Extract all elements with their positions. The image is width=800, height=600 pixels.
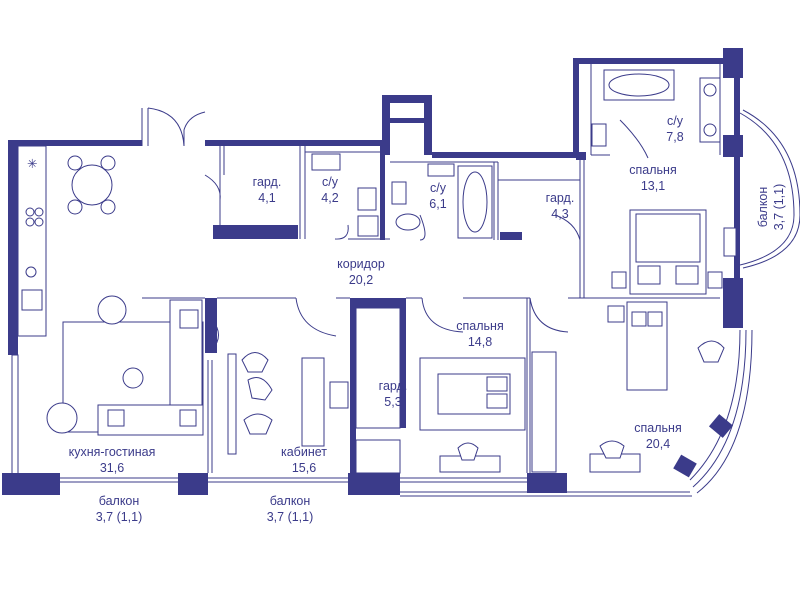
room-area-balcony-left: 3,7 (1,1) bbox=[96, 510, 143, 524]
room-name-bedroom-2: спальня bbox=[456, 319, 503, 333]
room-area-corridor: 20,2 bbox=[349, 273, 373, 287]
room-name-balcony-right: балкон bbox=[756, 187, 770, 228]
room-area-bedroom-3: 20,4 bbox=[646, 437, 670, 451]
room-name-wardrobe-2: гард. bbox=[546, 191, 575, 205]
room-area-bath-2: 6,1 bbox=[429, 197, 446, 211]
doors bbox=[147, 107, 649, 351]
room-area-wardrobe-1: 4,1 bbox=[258, 191, 275, 205]
room-area-office: 15,6 bbox=[292, 461, 316, 475]
room-name-bath-1: с/у bbox=[322, 175, 339, 189]
room-name-kitchen: кухня-гостиная bbox=[69, 445, 156, 459]
room-name-bedroom-1: спальня bbox=[629, 163, 676, 177]
room-name-wardrobe-1: гард. bbox=[253, 175, 282, 189]
room-area-bath-1: 4,2 bbox=[321, 191, 338, 205]
room-name-office: кабинет bbox=[281, 445, 327, 459]
room-labels: кухня-гостиная 31,6 балкон 3,7 (1,1) бал… bbox=[69, 114, 786, 524]
room-area-kitchen: 31,6 bbox=[100, 461, 124, 475]
room-area-balcony-mid: 3,7 (1,1) bbox=[267, 510, 314, 524]
room-name-bedroom-3: спальня bbox=[634, 421, 681, 435]
room-name-corridor: коридор bbox=[337, 257, 385, 271]
walls bbox=[2, 48, 800, 497]
room-area-balcony-right: 3,7 (1,1) bbox=[772, 184, 786, 231]
room-name-bath-2: с/у bbox=[430, 181, 447, 195]
room-name-balcony-left: балкон bbox=[99, 494, 140, 508]
room-area-wardrobe-2: 4,3 bbox=[551, 207, 568, 221]
room-area-wardrobe-3: 5,3 bbox=[384, 395, 401, 409]
room-area-bedroom-2: 14,8 bbox=[468, 335, 492, 349]
svg-text:✳: ✳ bbox=[27, 157, 38, 171]
furniture: ✳ bbox=[17, 69, 737, 474]
room-area-bedroom-1: 13,1 bbox=[641, 179, 665, 193]
room-name-balcony-mid: балкон bbox=[270, 494, 311, 508]
room-area-bath-3: 7,8 bbox=[666, 130, 683, 144]
room-name-bath-3: с/у bbox=[667, 114, 684, 128]
room-name-wardrobe-3: гард. bbox=[379, 379, 408, 393]
